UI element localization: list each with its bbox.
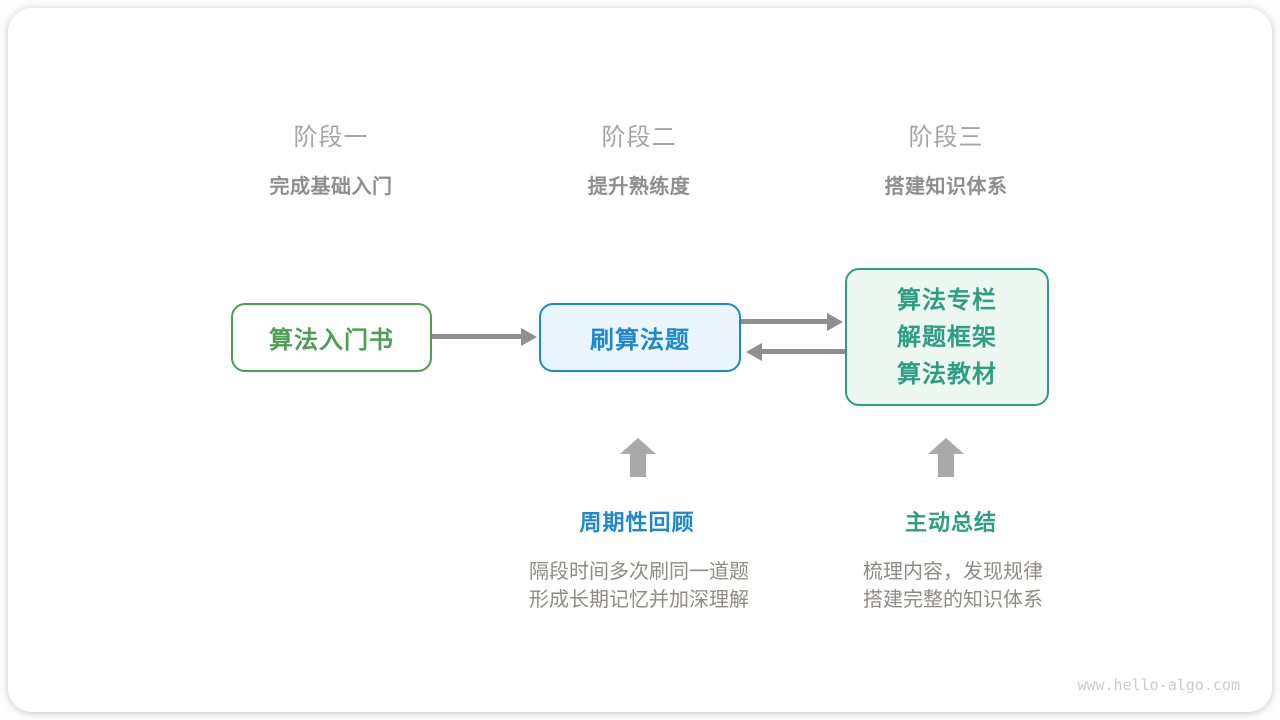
node-intro-book-label: 算法入门书	[269, 327, 394, 354]
annotation-review-desc-line-1: 隔段时间多次刷同一道题	[529, 561, 749, 583]
stage-1-title: 阶段一	[293, 124, 369, 151]
watermark: www.hello-algo.com	[1077, 676, 1240, 694]
up-arrow-summary-tip	[928, 438, 964, 454]
annotation-summary-desc-line-1: 梳理内容，发现规律	[863, 561, 1043, 583]
stage-3-title: 阶段三	[908, 124, 984, 151]
arrow-practice-to-resources-head	[827, 313, 843, 331]
arrow-resources-to-practice-line	[761, 349, 845, 354]
up-arrow-review-stem	[630, 454, 646, 477]
arrow-practice-to-resources-line	[741, 319, 828, 324]
annotation-summary-desc-line-2: 搭建完整的知识体系	[863, 589, 1043, 611]
up-arrow-review-icon	[620, 438, 656, 477]
up-arrow-summary-stem	[938, 454, 954, 477]
node-knowledge-resources: 算法专栏 解题框架 算法教材	[845, 268, 1049, 406]
annotation-review-label: 周期性回顾	[579, 510, 695, 535]
stage-1-subtitle: 完成基础入门	[269, 176, 393, 198]
node-practice-problems-label: 刷算法题	[590, 327, 690, 354]
stage-3-subtitle: 搭建知识体系	[884, 176, 1008, 198]
node-resources-line-2: 解题框架	[897, 323, 997, 351]
up-arrow-review-tip	[620, 438, 656, 454]
annotation-summary-desc: 梳理内容，发现规律 搭建完整的知识体系	[863, 558, 1043, 614]
node-intro-book: 算法入门书	[231, 303, 432, 372]
arrow-book-to-practice-head	[521, 328, 537, 346]
node-resources-line-3: 算法教材	[897, 360, 997, 388]
arrow-book-to-practice-line	[432, 334, 522, 339]
node-practice-problems: 刷算法题	[539, 303, 741, 372]
annotation-review-desc: 隔段时间多次刷同一道题 形成长期记忆并加深理解	[529, 558, 749, 614]
annotation-summary-label: 主动总结	[904, 510, 998, 535]
stage-2-subtitle: 提升熟练度	[587, 176, 691, 198]
up-arrow-summary-icon	[928, 438, 964, 477]
arrow-resources-to-practice-head	[746, 343, 762, 361]
stage-2-title: 阶段二	[601, 124, 677, 151]
node-resources-line-1: 算法专栏	[897, 286, 997, 314]
annotation-review-desc-line-2: 形成长期记忆并加深理解	[529, 589, 749, 611]
